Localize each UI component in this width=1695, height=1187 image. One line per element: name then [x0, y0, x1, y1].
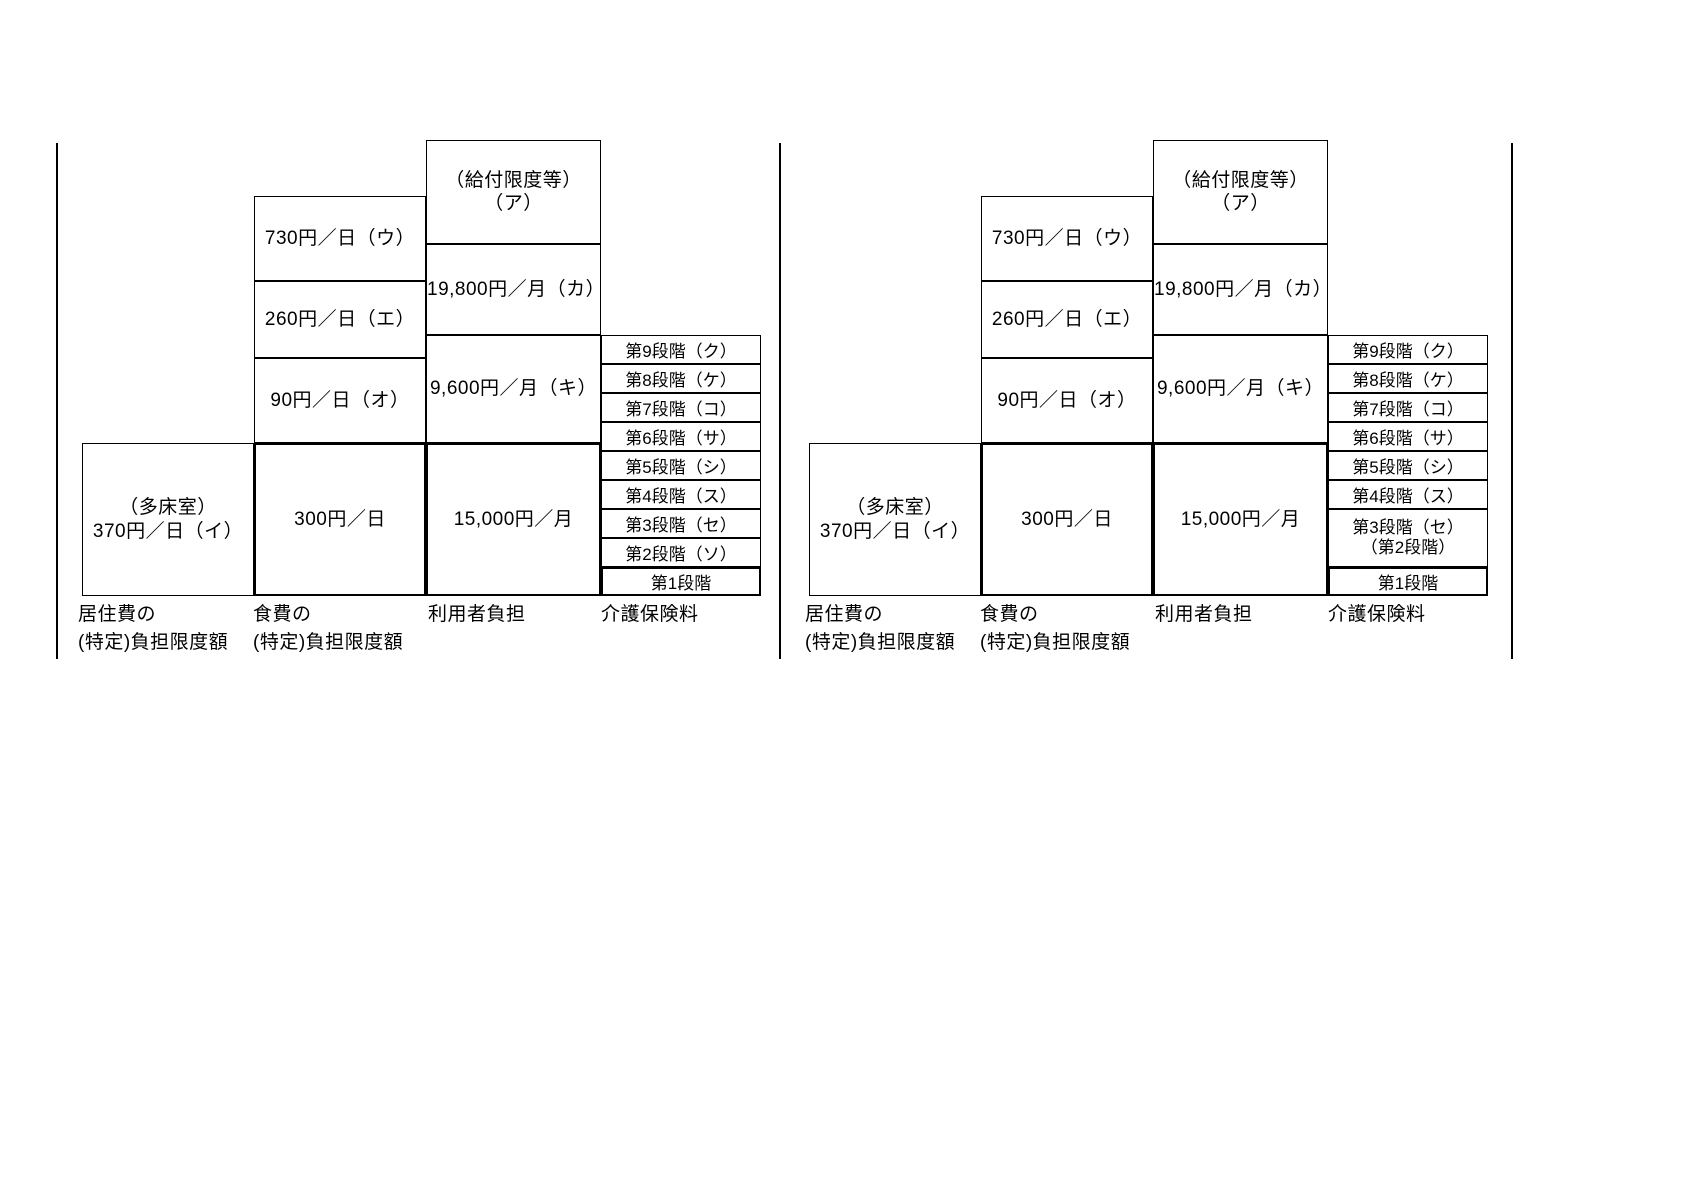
right-stage-row-1: 第1段階 [1328, 567, 1488, 596]
left-userburden-box-1: （給付限度等）（ア） [426, 140, 601, 244]
right-userburden-box-2: 19,800円／月（カ） [1153, 244, 1332, 335]
left-stage-row-8: 第8段階（ケ） [601, 364, 761, 393]
left-stage-row-1: 第1段階 [601, 567, 761, 596]
right-userburden-box-1: （給付限度等）（ア） [1153, 140, 1328, 244]
left-axis-label-food: 食費の (特定)負担限度額 [253, 604, 404, 653]
left-food-box-2: 260円／日（エ） [254, 281, 426, 358]
right-stage-row-3-line1: 第3段階（セ） [1352, 518, 1464, 538]
right-stage-row-3: 第3段階（セ） （第2段階） [1328, 509, 1488, 567]
right-stage-row-3-line2: （第2段階） [1360, 538, 1456, 557]
left-stage-row-9: 第9段階（ク） [601, 335, 761, 364]
right-stage-row-9: 第9段階（ク） [1328, 335, 1488, 364]
left-housing-cost-box: （多床室） 370円／日（イ） [82, 443, 254, 596]
left-userburden-box-4: 15,000円／月 [426, 443, 601, 596]
right-stage-row-7: 第7段階（コ） [1328, 393, 1488, 422]
right-axis-label-userburden: 利用者負担 [1155, 604, 1253, 625]
right-food-box-2: 260円／日（エ） [981, 281, 1153, 358]
left-axis-label-housing: 居住費の (特定)負担限度額 [78, 604, 229, 653]
left-stage-row-7: 第7段階（コ） [601, 393, 761, 422]
right-userburden-box-4: 15,000円／月 [1153, 443, 1328, 596]
right-panel: （多床室） 370円／日（イ） 730円／日（ウ） 260円／日（エ） 90円／… [783, 140, 1509, 659]
right-food-box-4: 300円／日 [981, 443, 1153, 596]
right-stage-row-4: 第4段階（ス） [1328, 480, 1488, 509]
right-food-box-1: 730円／日（ウ） [981, 196, 1153, 281]
right-housing-line1: （多床室） [846, 497, 944, 519]
left-housing-line2: 370円／日（イ） [92, 520, 244, 542]
right-axis-label-insurance: 介護保険料 [1328, 604, 1426, 625]
right-housing-line2: 370円／日（イ） [819, 520, 971, 542]
left-panel: （多床室） 370円／日（イ） 730円／日（ウ） 260円／日（エ） 90円／… [56, 140, 783, 659]
left-axis-label-userburden: 利用者負担 [428, 604, 526, 625]
left-stage-row-2: 第2段階（ソ） [601, 538, 761, 567]
right-food-box-3: 90円／日（オ） [981, 358, 1153, 443]
left-stage-row-5: 第5段階（シ） [601, 451, 761, 480]
left-userburden-box-2: 19,800円／月（カ） [426, 244, 605, 335]
diagram-frame [56, 143, 1513, 659]
right-axis-label-housing: 居住費の (特定)負担限度額 [805, 604, 956, 653]
left-stage-row-3: 第3段階（セ） [601, 509, 761, 538]
left-food-box-4: 300円／日 [254, 443, 426, 596]
panel-divider [779, 143, 781, 659]
left-food-box-3: 90円／日（オ） [254, 358, 426, 443]
right-axis-label-food: 食費の (特定)負担限度額 [980, 604, 1131, 653]
left-food-box-1: 730円／日（ウ） [254, 196, 426, 281]
left-stage-row-6: 第6段階（サ） [601, 422, 761, 451]
right-housing-cost-box: （多床室） 370円／日（イ） [809, 443, 981, 596]
left-axis-label-insurance: 介護保険料 [601, 604, 699, 625]
left-housing-line1: （多床室） [119, 497, 217, 519]
right-stage-row-5: 第5段階（シ） [1328, 451, 1488, 480]
left-userburden-box-3: 9,600円／月（キ） [426, 335, 601, 443]
right-stage-row-6: 第6段階（サ） [1328, 422, 1488, 451]
right-stage-row-8: 第8段階（ケ） [1328, 364, 1488, 393]
right-userburden-box-3: 9,600円／月（キ） [1153, 335, 1328, 443]
left-stage-row-4: 第4段階（ス） [601, 480, 761, 509]
